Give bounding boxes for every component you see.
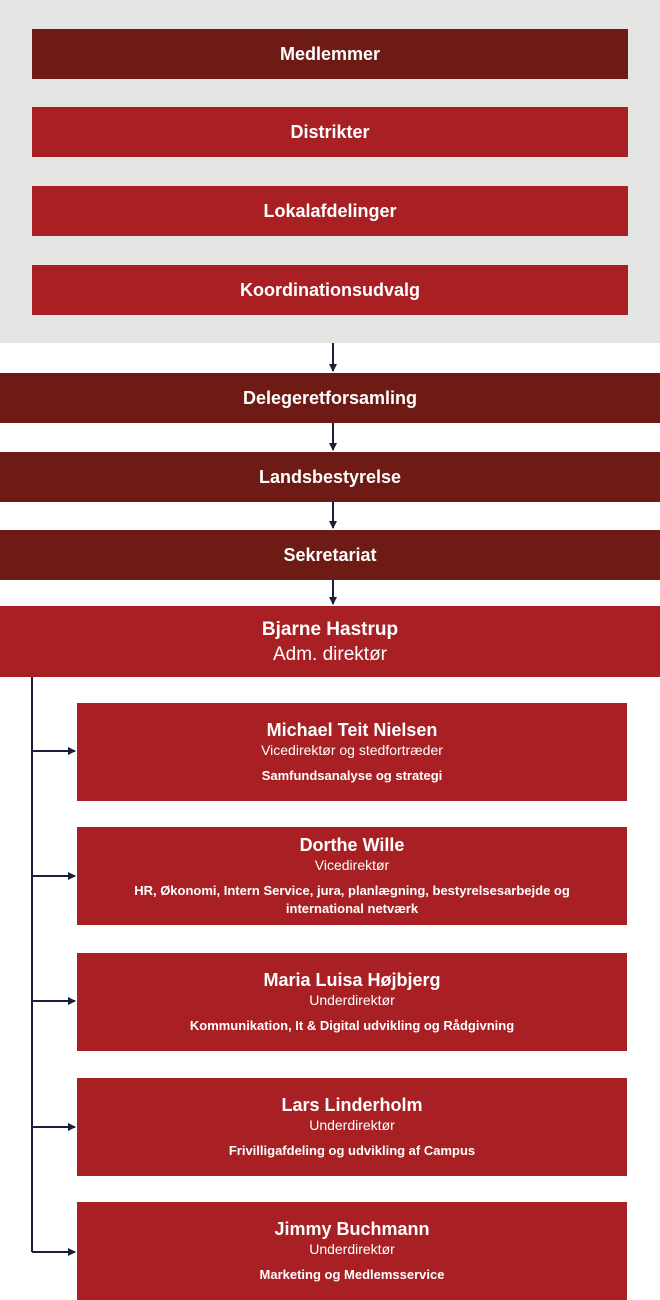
box-director-5: Jimmy Buchmann Underdirektør Marketing o… [77,1202,627,1300]
box-director-1: Michael Teit Nielsen Vicedirektør og ste… [77,703,627,801]
ceo-title: Adm. direktør [272,643,388,665]
director-title: Vicedirektør og stedfortræder [261,742,443,758]
box-koordinationsudvalg: Koordinationsudvalg [32,265,628,315]
director-name: Lars Linderholm [281,1095,423,1115]
director-name: Jimmy Buchmann [274,1219,430,1239]
director-title: Underdirektør [309,1117,395,1133]
box-label: Lokalafdelinger [263,200,397,221]
box-label: Delegeretforsamling [242,387,418,408]
director-name: Maria Luisa Højbjerg [263,970,441,990]
director-title: Underdirektør [309,992,395,1008]
box-ceo: Bjarne Hastrup Adm. direktør [0,606,660,677]
director-name: Michael Teit Nielsen [266,720,438,740]
director-area: Samfundsanalyse og strategi [261,768,443,783]
box-label: Distrikter [290,121,370,142]
director-area: HR, Økonomi, Intern Service, jura, planl… [134,883,570,916]
box-sekretariat: Sekretariat [0,530,660,580]
box-label: Medlemmer [279,43,381,64]
box-director-2: Dorthe Wille Vicedirektør HR, Økonomi, I… [77,827,627,925]
box-label: Koordinationsudvalg [240,279,420,300]
director-area: Frivilligafdeling og udvikling af Campus [228,1143,476,1158]
director-title: Vicedirektør [314,857,390,873]
box-distrikter: Distrikter [32,107,628,157]
box-lokalafdelinger: Lokalafdelinger [32,186,628,236]
box-director-4: Lars Linderholm Underdirektør Frivilliga… [77,1078,627,1176]
box-landsbestyrelse: Landsbestyrelse [0,452,660,502]
director-area: Kommunikation, It & Digital udvikling og… [189,1018,515,1033]
box-delegeretforsamling: Delegeretforsamling [0,373,660,423]
director-title: Underdirektør [309,1241,395,1257]
box-director-3: Maria Luisa Højbjerg Underdirektør Kommu… [77,953,627,1051]
ceo-name: Bjarne Hastrup [261,618,399,640]
director-name: Dorthe Wille [299,835,405,855]
director-area: Marketing og Medlemsservice [259,1267,445,1282]
box-label: Sekretariat [283,544,377,565]
box-label: Landsbestyrelse [258,466,402,487]
box-medlemmer: Medlemmer [32,29,628,79]
